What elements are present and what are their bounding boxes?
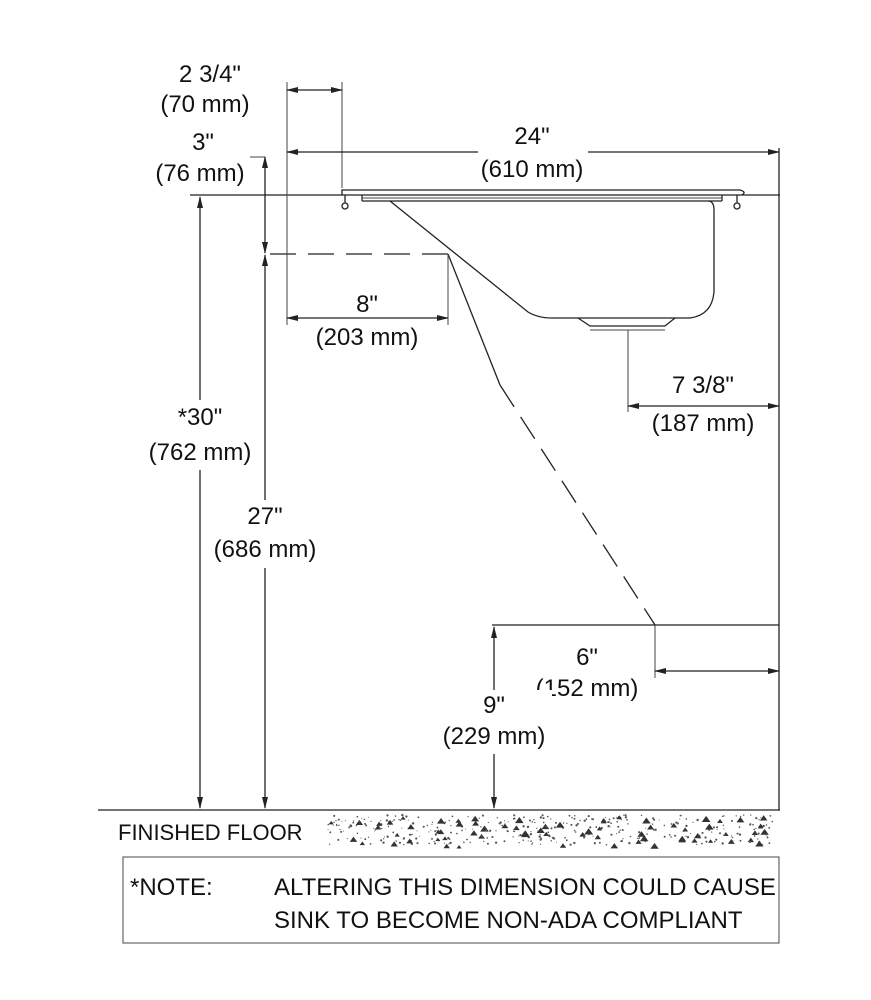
dim-drain-offset: 7 3/8" (187 mm)	[627, 330, 780, 437]
rim-height-metric: (762 mm)	[149, 439, 252, 466]
sink-body	[341, 189, 745, 331]
rim-offset-imperial: 2 3/4"	[179, 61, 241, 88]
dim-rim-drop: 3" (76 mm)	[155, 129, 268, 254]
dim-toe-height: 9" (229 mm)	[440, 626, 552, 809]
note-line-2: SINK TO BECOME NON-ADA COMPLIANT	[274, 907, 743, 934]
drain-outlet	[577, 317, 676, 327]
dim-toe-depth: 6" (152 mm)	[536, 625, 780, 702]
sink-rim	[341, 189, 745, 196]
note-line-1: ALTERING THIS DIMENSION COULD CAUSE	[274, 874, 776, 901]
sink-width-metric: (610 mm)	[481, 156, 584, 183]
knee-depth-metric: (203 mm)	[316, 324, 419, 351]
rim-offset-metric: (70 mm)	[160, 91, 249, 118]
rim-drop-imperial: 3"	[192, 129, 214, 156]
knee-depth-imperial: 8"	[356, 291, 378, 318]
mounting-clip-left	[341, 202, 349, 210]
drain-offset-imperial: 7 3/8"	[672, 372, 734, 399]
dim-knee-height: 27" (686 mm)	[210, 254, 320, 809]
toe-height-imperial: 9"	[483, 692, 505, 719]
knee-height-imperial: 27"	[247, 503, 282, 530]
sink-bowl	[389, 200, 715, 319]
rim-height-imperial: *30"	[178, 404, 223, 431]
rim-drop-metric: (76 mm)	[155, 160, 244, 187]
dim-rim-offset: 2 3/4" (70 mm)	[160, 61, 343, 325]
dim-knee-depth: 8" (203 mm)	[286, 254, 449, 351]
note-box	[122, 856, 780, 944]
mounting-clip-right	[733, 202, 741, 210]
toe-depth-imperial: 6"	[576, 644, 598, 671]
knee-height-metric: (686 mm)	[214, 536, 317, 563]
toe-depth-metric: (152 mm)	[536, 675, 639, 702]
floor-concrete-hatch	[327, 813, 774, 849]
knee-clearance-slope	[447, 253, 501, 386]
note-label: *NOTE:	[130, 874, 213, 901]
dim-rim-height: *30" (762 mm)	[145, 196, 255, 809]
sink-width-imperial: 24"	[514, 123, 549, 150]
toe-height-metric: (229 mm)	[443, 723, 546, 750]
dim-sink-width: 24" (610 mm)	[286, 123, 780, 184]
drain-offset-metric: (187 mm)	[652, 410, 755, 437]
knee-clearance-slope-dashed	[499, 384, 656, 626]
floor-label: FINISHED FLOOR	[118, 820, 303, 845]
